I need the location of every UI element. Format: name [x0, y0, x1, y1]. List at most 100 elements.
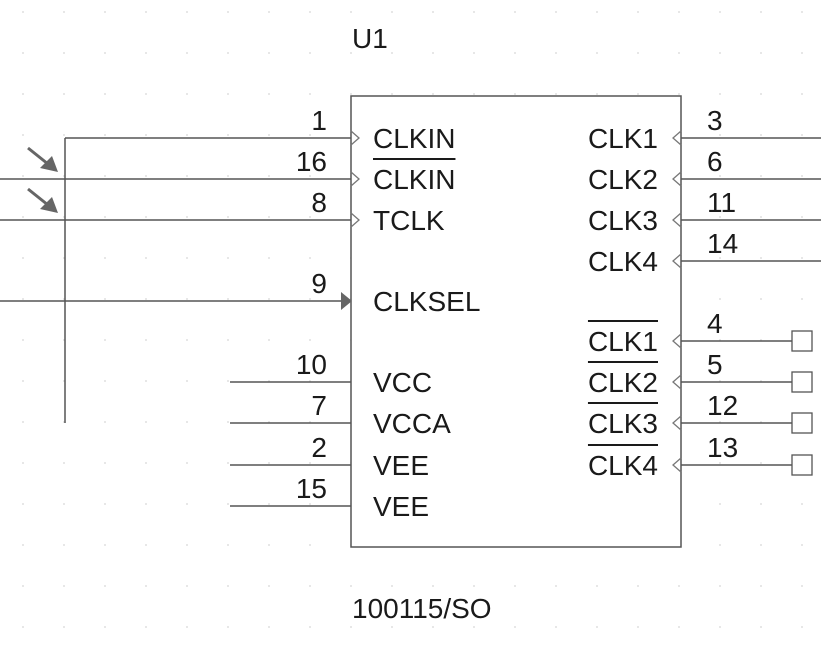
grid-dot [186, 462, 188, 464]
grid-dot [22, 175, 24, 177]
grid-dot [350, 11, 352, 13]
grid-dot [145, 298, 147, 300]
grid-dot [104, 52, 106, 54]
grid-dot [227, 93, 229, 95]
grid-dot [227, 585, 229, 587]
grid-dot [350, 585, 352, 587]
grid-dot [432, 585, 434, 587]
grid-dot [637, 11, 639, 13]
grid-dot [432, 52, 434, 54]
grid-dot [145, 257, 147, 259]
pin-name: CLK1 [588, 326, 658, 357]
grid-dot [186, 257, 188, 259]
component-symbol[interactable]: U1 100115/SO [350, 23, 682, 624]
pin-number: 16 [296, 146, 327, 177]
grid-dot [268, 462, 270, 464]
probe-arrow-icon [27, 187, 58, 213]
grid-dot [719, 626, 721, 628]
grid-dot [63, 503, 65, 505]
grid-dot [350, 52, 352, 54]
pin-name: VEE [373, 491, 429, 522]
grid-dot [104, 339, 106, 341]
grid-dot [104, 93, 106, 95]
grid-dot [309, 216, 311, 218]
pin-number: 11 [707, 187, 736, 218]
grid-dot [350, 93, 352, 95]
grid-dot [63, 134, 65, 136]
grid-dot [514, 93, 516, 95]
grid-dot [391, 52, 393, 54]
grid-dot [186, 216, 188, 218]
grid-dot [104, 462, 106, 464]
grid-dot [268, 11, 270, 13]
pin-number: 1 [311, 105, 327, 136]
probe-arrow-shaft [27, 187, 49, 207]
clock-output-icon [672, 415, 682, 431]
grid-dot [145, 380, 147, 382]
grid-dot [186, 11, 188, 13]
grid-dot [719, 298, 721, 300]
grid-dot [186, 298, 188, 300]
grid-dot [719, 52, 721, 54]
grid-dot [268, 216, 270, 218]
square-terminal-icon[interactable] [791, 371, 813, 393]
grid-dot [719, 216, 721, 218]
grid-dot [186, 626, 188, 628]
grid-dot [104, 11, 106, 13]
pin-number: 15 [296, 473, 327, 504]
grid-dot [22, 339, 24, 341]
probe-arrow-icon [27, 146, 58, 172]
grid-dot [268, 52, 270, 54]
pin-number: 10 [296, 349, 327, 380]
square-terminal-icon[interactable] [791, 454, 813, 476]
grid-dot [22, 544, 24, 546]
grid-dot [309, 11, 311, 13]
grid-dot [309, 52, 311, 54]
grid-dot [186, 175, 188, 177]
grid-dot [268, 175, 270, 177]
clock-output-icon [672, 374, 682, 390]
grid-dot [801, 626, 803, 628]
pin-number: 13 [707, 432, 738, 463]
pin-name: TCLK [373, 205, 445, 236]
grid-dot [596, 11, 598, 13]
grid-dot [760, 626, 762, 628]
grid-dot [268, 93, 270, 95]
grid-dot [309, 298, 311, 300]
grid-dot [801, 175, 803, 177]
grid-dot [760, 175, 762, 177]
square-terminal-icon[interactable] [791, 330, 813, 352]
grid-dot [473, 585, 475, 587]
pin-number: 4 [707, 308, 723, 339]
square-terminal-icon[interactable] [791, 412, 813, 434]
grid-dot [637, 93, 639, 95]
grid-dot [186, 544, 188, 546]
grid-dot [63, 52, 65, 54]
pin-number: 6 [707, 146, 723, 177]
grid-dot [801, 52, 803, 54]
grid-dot [63, 462, 65, 464]
grid-dot [719, 93, 721, 95]
clock-input-icon [350, 171, 360, 187]
grid-dot [596, 52, 598, 54]
grid-dot [186, 585, 188, 587]
left-pin-group: 1CLKIN16CLKIN8TCLK9CLKSEL10VCC7VCCA2VEE1… [0, 105, 480, 522]
grid-dot [227, 175, 229, 177]
grid-dot [227, 216, 229, 218]
